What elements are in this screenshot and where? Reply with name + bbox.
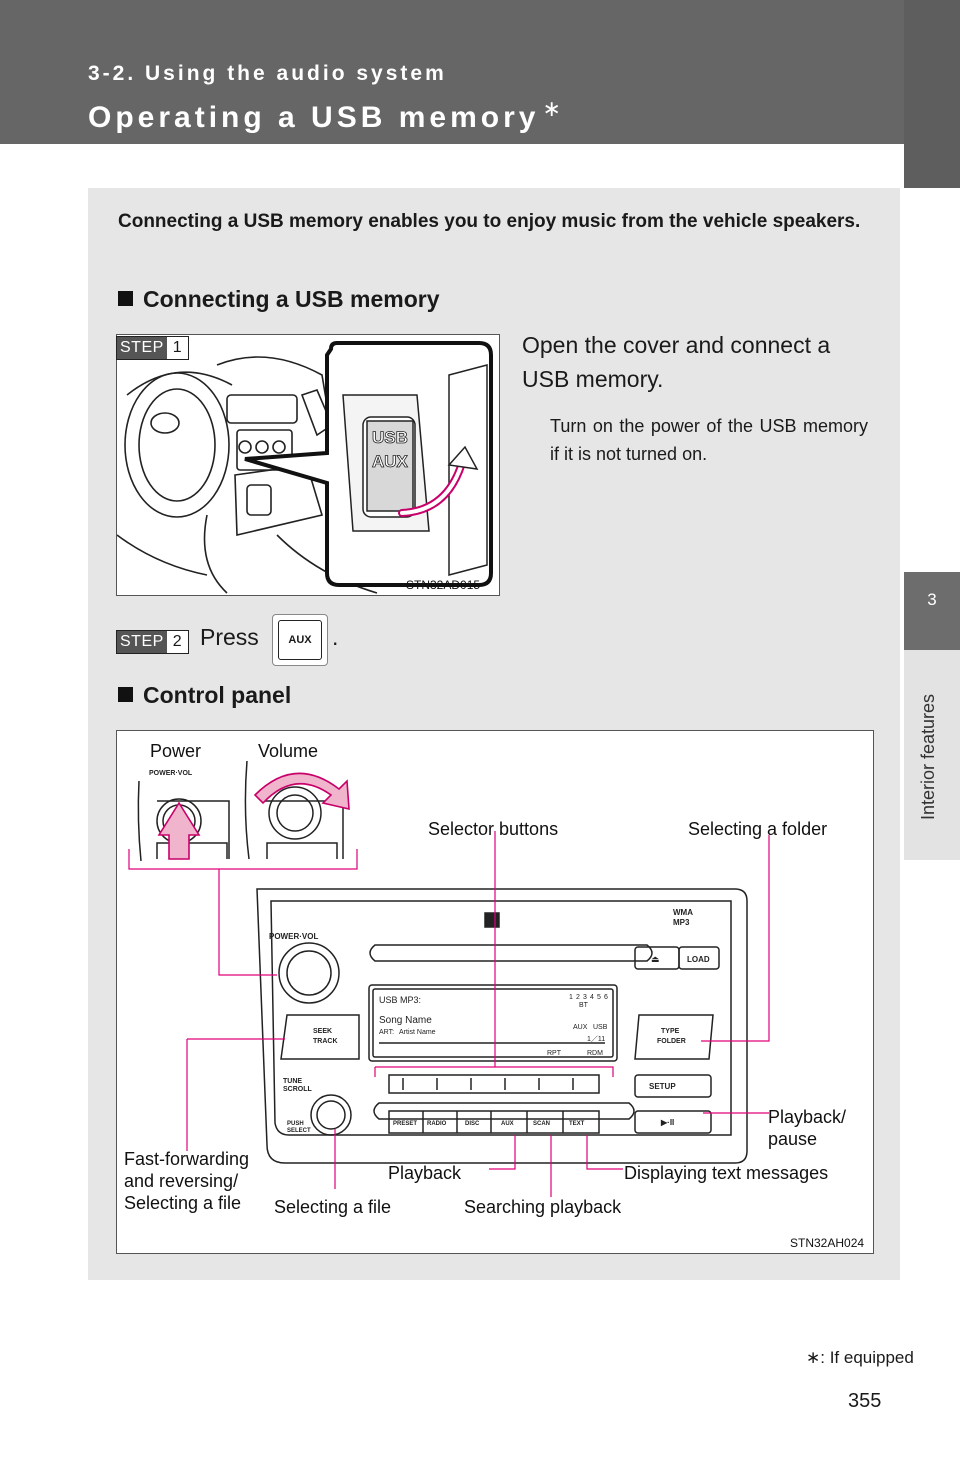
- chapter-tab-top: [904, 0, 960, 188]
- wma-label: WMA: [673, 908, 693, 917]
- callout-selector-buttons: Selector buttons: [428, 819, 559, 839]
- callout-playback-pause: Playback/ pause: [768, 1107, 847, 1149]
- radio-button-label: RADIO: [427, 1121, 447, 1127]
- asterisk-mark: ∗: [542, 96, 565, 121]
- seek-label: SEEK: [313, 1028, 332, 1035]
- step-2-period: .: [332, 624, 339, 650]
- square-bullet-icon: [118, 291, 133, 306]
- disc-button-label: DISC: [465, 1121, 480, 1127]
- section-heading-connecting: Connecting a USB memory: [118, 286, 440, 313]
- load-label: LOAD: [687, 955, 710, 964]
- push-label: PUSH: [287, 1121, 304, 1127]
- section-label: 3-2. Using the audio system: [88, 62, 447, 85]
- display-bt-icon: BT: [579, 1002, 589, 1009]
- preset-1: 1: [569, 994, 573, 1001]
- aux-button-label: AUX: [278, 620, 322, 660]
- track-label: TRACK: [313, 1038, 338, 1045]
- callout-searching-playback: Searching playback: [464, 1197, 622, 1217]
- footnote: ∗: If equipped: [806, 1348, 914, 1367]
- preset-6: 6: [604, 994, 608, 1001]
- preset-2: 2: [576, 994, 580, 1001]
- display-usb-mp3: USB MP3:: [379, 995, 421, 1005]
- preset-button-label: PRESET: [393, 1121, 417, 1127]
- step-1-note: Turn on the power of the USB memory if i…: [550, 416, 868, 464]
- usb-port-illustration: USB AUX: [116, 334, 500, 596]
- page-title: Operating a USB memory∗: [88, 96, 565, 134]
- aux-button[interactable]: AUX: [272, 614, 328, 666]
- type-label: TYPE: [661, 1028, 680, 1035]
- page-number: 355: [848, 1390, 882, 1412]
- audio-unit-drawing: POWER·VOL POWER·VOL ⏏ LOAD WMA MP3 USB M…: [128, 760, 770, 1197]
- preset-4: 4: [590, 994, 594, 1001]
- preset-5: 5: [597, 994, 601, 1001]
- step-2-text: Press: [200, 624, 259, 650]
- select-label: SELECT: [287, 1128, 311, 1134]
- chapter-number: 3: [927, 590, 937, 609]
- intro-text: Connecting a USB memory enables you to e…: [118, 211, 861, 232]
- chapter-number-box: [904, 572, 960, 650]
- display-usb-icon: USB: [593, 1024, 608, 1031]
- scroll-label: SCROLL: [283, 1086, 313, 1093]
- figure-code-1: STN32AD015: [406, 578, 481, 592]
- chapter-tab-strip: [904, 650, 960, 860]
- callout-playback: Playback: [388, 1163, 462, 1183]
- scan-button-label: SCAN: [533, 1121, 550, 1127]
- callout-power: Power: [150, 741, 202, 761]
- display-rpt: RPT: [547, 1050, 562, 1057]
- display-rdm: RDM: [587, 1050, 603, 1057]
- square-bullet-icon: [118, 687, 133, 702]
- page-header: [0, 0, 960, 144]
- callout-displaying-text: Displaying text messages: [624, 1163, 829, 1183]
- display-aux-icon: AUX: [573, 1024, 588, 1031]
- aux-port-label: AUX: [372, 452, 409, 471]
- callout-volume: Volume: [258, 741, 319, 761]
- preset-3: 3: [583, 994, 587, 1001]
- callout-selecting-folder: Selecting a folder: [688, 819, 828, 839]
- text-button-label: TEXT: [569, 1121, 585, 1127]
- section-heading-control-panel: Control panel: [118, 682, 291, 709]
- usb-port-label: USB: [372, 428, 408, 447]
- play-pause-label: ▶·II: [660, 1118, 674, 1127]
- display-artist-name: Artist Name: [399, 1029, 436, 1036]
- chapter-label: Interior features: [918, 693, 938, 820]
- mp3-label: MP3: [673, 918, 690, 927]
- display-art-label: ART:: [379, 1029, 394, 1036]
- figure-code-2: STN32AH024: [790, 1236, 865, 1250]
- callout-selecting-file: Selecting a file: [274, 1197, 392, 1217]
- aux-panel-button-label: AUX: [501, 1121, 514, 1127]
- callout-fast-forward: Fast-forwarding and reversing/ Selecting…: [124, 1149, 250, 1213]
- control-panel-illustration: POWER·VOL POWER·VOL ⏏ LOAD WMA MP3 USB M…: [116, 730, 874, 1254]
- step-1-instruction: Open the cover and connect a USB memory.: [522, 332, 831, 392]
- small-power-vol-label: POWER·VOL: [149, 770, 193, 777]
- eject-icon: ⏏: [651, 954, 660, 964]
- display-track-number: 1／11: [587, 1035, 605, 1043]
- display-song-name: Song Name: [379, 1015, 432, 1026]
- power-vol-label: POWER·VOL: [269, 932, 318, 941]
- dashboard-drawing: USB AUX: [116, 341, 493, 594]
- tune-label: TUNE: [283, 1078, 302, 1085]
- folder-label: FOLDER: [657, 1038, 686, 1045]
- setup-label: SETUP: [649, 1082, 676, 1091]
